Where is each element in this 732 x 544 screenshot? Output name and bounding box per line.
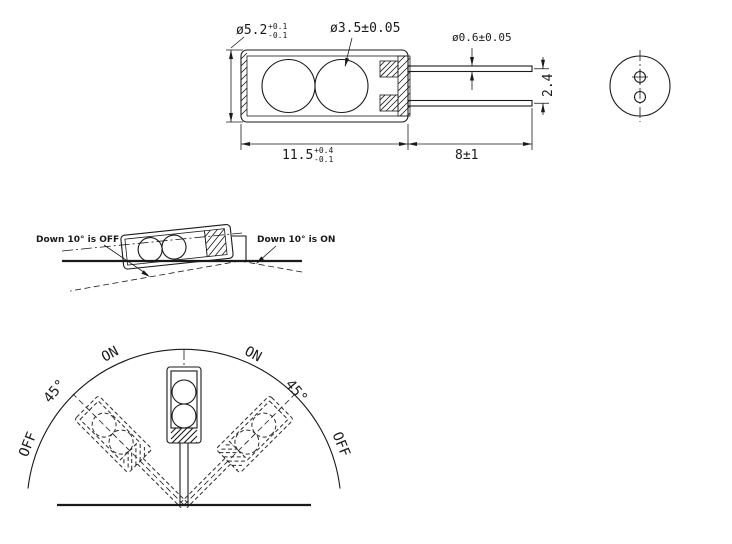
tilt-body-outline (120, 223, 234, 270)
label-off-left: OFF (16, 430, 40, 459)
45deg-line-right (183, 393, 296, 506)
ball-right (314, 58, 369, 114)
rotation-arc (27, 348, 341, 489)
dim-lead-diameter: ø0.6±0.05 (452, 31, 512, 90)
dim-body-diameter-tol-minus: -0.1 (268, 31, 287, 40)
tilt-ball-left (137, 237, 163, 263)
lead-bottom (407, 99, 533, 107)
label-45-left: 45° (41, 377, 70, 407)
tilt-annotation-view: Down 10° is OFF Down 10° is ON (36, 223, 335, 292)
tilt-axis-centerline (61, 232, 243, 252)
dim-body-length-label: 11.5 (282, 148, 313, 163)
label-on-right: ON (242, 343, 264, 365)
end-view-body-circle (609, 55, 671, 117)
45deg-line-left (72, 393, 185, 506)
dim-ball-diameter: ø3.5±0.05 (330, 21, 400, 68)
dim-body-length-tol-minus: -0.1 (314, 155, 333, 164)
rotation-range-view: ON ON 45° 45° OFF OFF (16, 343, 353, 518)
hatch-left-cap (240, 52, 248, 116)
lead-top (407, 65, 533, 73)
dim-lead-spacing-label: 2.4 (541, 73, 556, 97)
ball-left (261, 58, 316, 114)
dim-lengths: 11.5 +0.4 -0.1 8±1 (240, 108, 533, 164)
dim-body-diameter-label: ø5.2 (236, 23, 267, 38)
hatch-terminal-top (379, 60, 399, 78)
tilt-10deg-line-left (69, 260, 241, 292)
dim-ball-diameter-label: ø3.5±0.05 (330, 21, 400, 36)
tilt-ball-right (161, 234, 187, 260)
dim-lead-length-label: 8±1 (455, 148, 478, 163)
hatch-tilt-cap (204, 228, 227, 257)
dim-body-diameter-tol-plus: +0.1 (268, 22, 287, 31)
label-down10-off: Down 10° is OFF (36, 235, 119, 245)
label-down10-on: Down 10° is ON (257, 235, 335, 245)
end-view-lead-bottom-circle (633, 90, 647, 104)
terminal-block-top (379, 60, 399, 78)
end-view (609, 50, 671, 122)
terminal-block-bottom (379, 94, 399, 112)
tilted-switch-body (120, 223, 234, 270)
dim-lead-diameter-label: ø0.6±0.05 (452, 31, 512, 44)
tilt-bent-lead (232, 235, 247, 261)
hatch-terminal-bottom (379, 94, 399, 112)
dim-body-length-tol-plus: +0.4 (314, 146, 333, 155)
label-45-right: 45° (282, 377, 311, 407)
dim-lead-spacing: 2.4 (534, 57, 556, 115)
side-section-view: ø5.2 +0.1 -0.1 ø3.5±0.05 ø0.6±0.05 2.4 (226, 21, 556, 164)
tilt-10deg-line-right (239, 260, 303, 273)
upright-switch (166, 366, 202, 506)
dim-body-diameter: ø5.2 +0.1 -0.1 (226, 22, 287, 123)
leader-off (103, 244, 149, 276)
label-on-left: ON (99, 343, 121, 365)
switch-body-inner-wall (246, 55, 409, 117)
hatch-header (397, 55, 411, 117)
